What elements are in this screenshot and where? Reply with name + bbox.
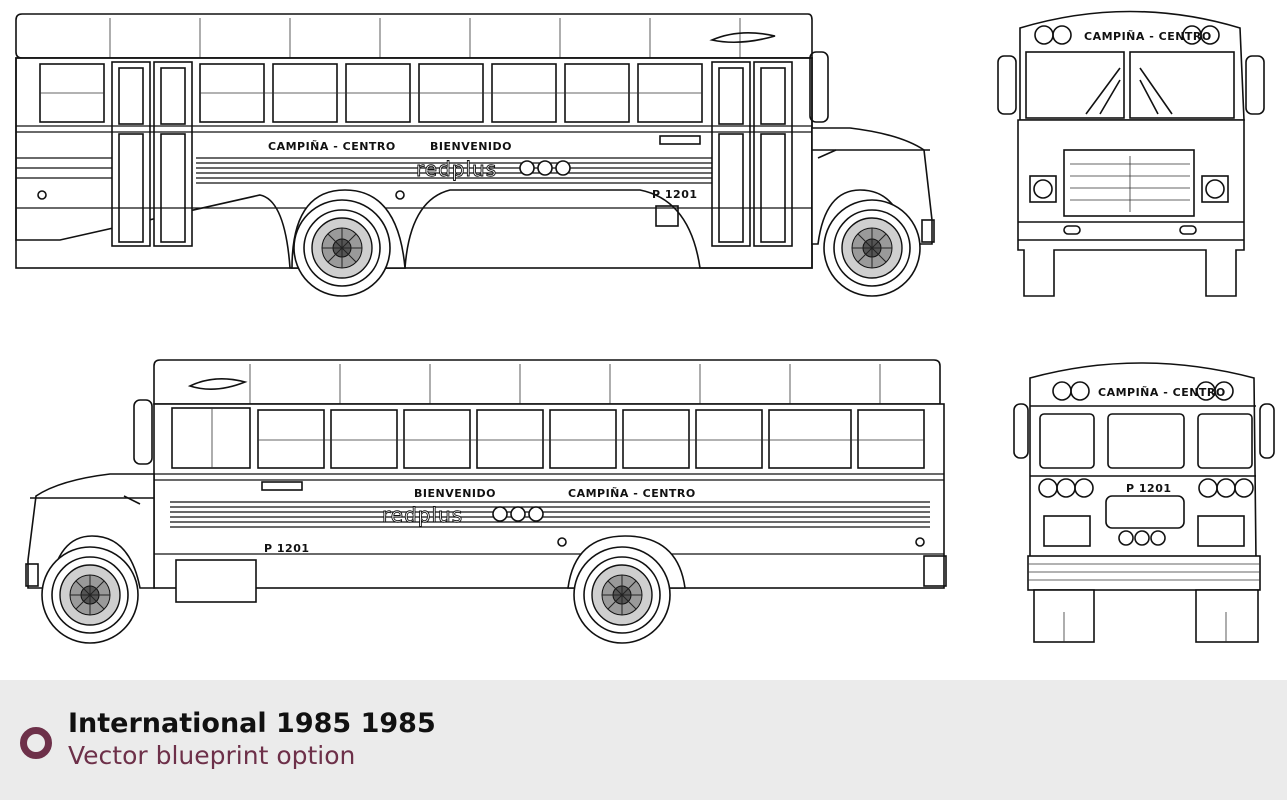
- rear-lights-icon: [1038, 478, 1254, 498]
- brand-logo-left: redplus: [382, 503, 463, 527]
- rear-bumper-circles-icon: [1118, 530, 1166, 546]
- rear-view: CAMPIÑA - CENTRO P 1201: [1013, 362, 1275, 643]
- brand-logo-right: redplus: [416, 157, 497, 181]
- plate-left: P 1201: [264, 542, 310, 555]
- ring-icon: [20, 727, 52, 759]
- blueprint-subtitle-link[interactable]: Vector blueprint option: [68, 741, 356, 770]
- route-sign-front: CAMPIÑA - CENTRO: [1084, 30, 1212, 43]
- welcome-sign-left: BIENVENIDO: [414, 487, 496, 500]
- side-view-right: CAMPIÑA - CENTRO BIENVENIDO redplus P 12…: [15, 13, 935, 297]
- plate-right: P 1201: [652, 188, 698, 201]
- blueprint-drawing: CAMPIÑA - CENTRO BIENVENIDO redplus P 12…: [15, 10, 1275, 644]
- footer-bar: International 1985 1985 Vector blueprint…: [0, 680, 1287, 800]
- brand-circles-icon: [519, 160, 571, 176]
- blueprint-title: International 1985 1985: [68, 708, 436, 739]
- front-view: CAMPIÑA - CENTRO: [997, 10, 1265, 297]
- brand-circles-icon: [492, 506, 544, 522]
- side-view-left: BIENVENIDO CAMPIÑA - CENTRO redplus P 12…: [25, 359, 947, 644]
- route-sign-right: CAMPIÑA - CENTRO: [268, 140, 396, 153]
- front-lights-icon: [1034, 25, 1220, 45]
- rear-top-lights-icon: [1052, 381, 1234, 401]
- route-sign-rear: CAMPIÑA - CENTRO: [1098, 386, 1226, 399]
- route-sign-left: CAMPIÑA - CENTRO: [568, 487, 696, 500]
- plate-rear: P 1201: [1126, 482, 1172, 495]
- welcome-sign-right: BIENVENIDO: [430, 140, 512, 153]
